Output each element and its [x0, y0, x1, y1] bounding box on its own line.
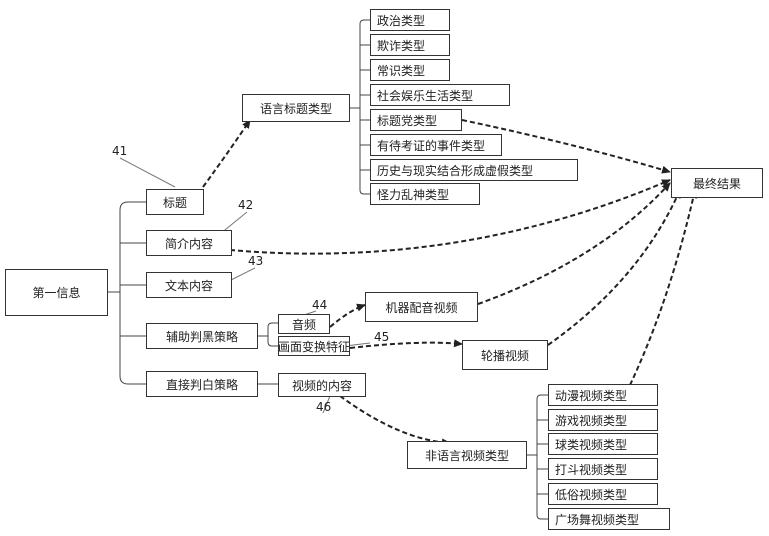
- video-type-item: 广场舞视频类型: [548, 508, 670, 530]
- bracket-lang-types: [350, 19, 370, 195]
- node-lang-title-type: 语言标题类型: [242, 94, 350, 122]
- node-direct-strategy: 直接判白策略: [146, 371, 258, 397]
- lang-type-item: 常识类型: [370, 59, 450, 81]
- node-audio: 音频: [278, 314, 330, 334]
- ref-43: 43: [248, 254, 264, 268]
- arrow-title-to-lang-type: [202, 119, 251, 188]
- node-first-info: 第一信息: [5, 269, 108, 316]
- video-type-item: 球类视频类型: [548, 433, 658, 455]
- ref-44: 44: [312, 298, 328, 312]
- lang-type-item: 历史与现实结合形成虚假类型: [370, 159, 578, 181]
- arrow-clickbait-to-final: [461, 119, 671, 174]
- arrow-intro-to-final: [229, 179, 671, 255]
- node-final-result: 最终结果: [671, 168, 763, 198]
- node-scene-feature: 画面变换特征: [278, 336, 350, 356]
- arrow-machine-dub-to-final: [477, 182, 671, 305]
- arrow-dance-to-final: [629, 189, 698, 386]
- arrow-audio-to-machine-dub: [329, 303, 366, 328]
- ref-46: 46: [316, 400, 332, 414]
- node-carousel: 轮播视频: [462, 340, 548, 370]
- lang-type-item: 有待考证的事件类型: [370, 134, 502, 156]
- node-nonlang-video-type: 非语言视频类型: [407, 441, 527, 469]
- node-assist-strategy: 辅助判黑策略: [146, 323, 258, 349]
- lang-type-item: 政治类型: [370, 9, 450, 31]
- node-text: 文本内容: [146, 272, 232, 298]
- bracket-video-types: [527, 394, 548, 520]
- lang-type-item: 标题党类型: [370, 109, 462, 131]
- video-type-item: 动漫视频类型: [548, 384, 658, 406]
- ref-45: 45: [374, 330, 390, 344]
- node-title: 标题: [146, 189, 204, 215]
- node-intro: 简介内容: [146, 230, 232, 256]
- node-machine-dub: 机器配音视频: [365, 292, 478, 322]
- node-video-content: 视频的内容: [278, 373, 366, 397]
- arrow-video-content-to-nonlang: [339, 395, 451, 447]
- ref-42: 42: [238, 198, 254, 212]
- lang-type-item: 社会娱乐生活类型: [370, 84, 510, 106]
- lang-type-item: 欺诈类型: [370, 34, 450, 56]
- ref-41: 41: [112, 144, 128, 158]
- video-type-item: 游戏视频类型: [548, 409, 658, 431]
- bracket-assist: [258, 322, 278, 347]
- dashed-arrows: [202, 119, 698, 447]
- lang-type-item: 怪力乱神类型: [370, 183, 480, 205]
- video-type-item: 低俗视频类型: [548, 483, 658, 505]
- video-type-item: 打斗视频类型: [548, 458, 658, 480]
- arrow-carousel-to-final: [547, 189, 681, 346]
- bracket-root: [108, 201, 146, 385]
